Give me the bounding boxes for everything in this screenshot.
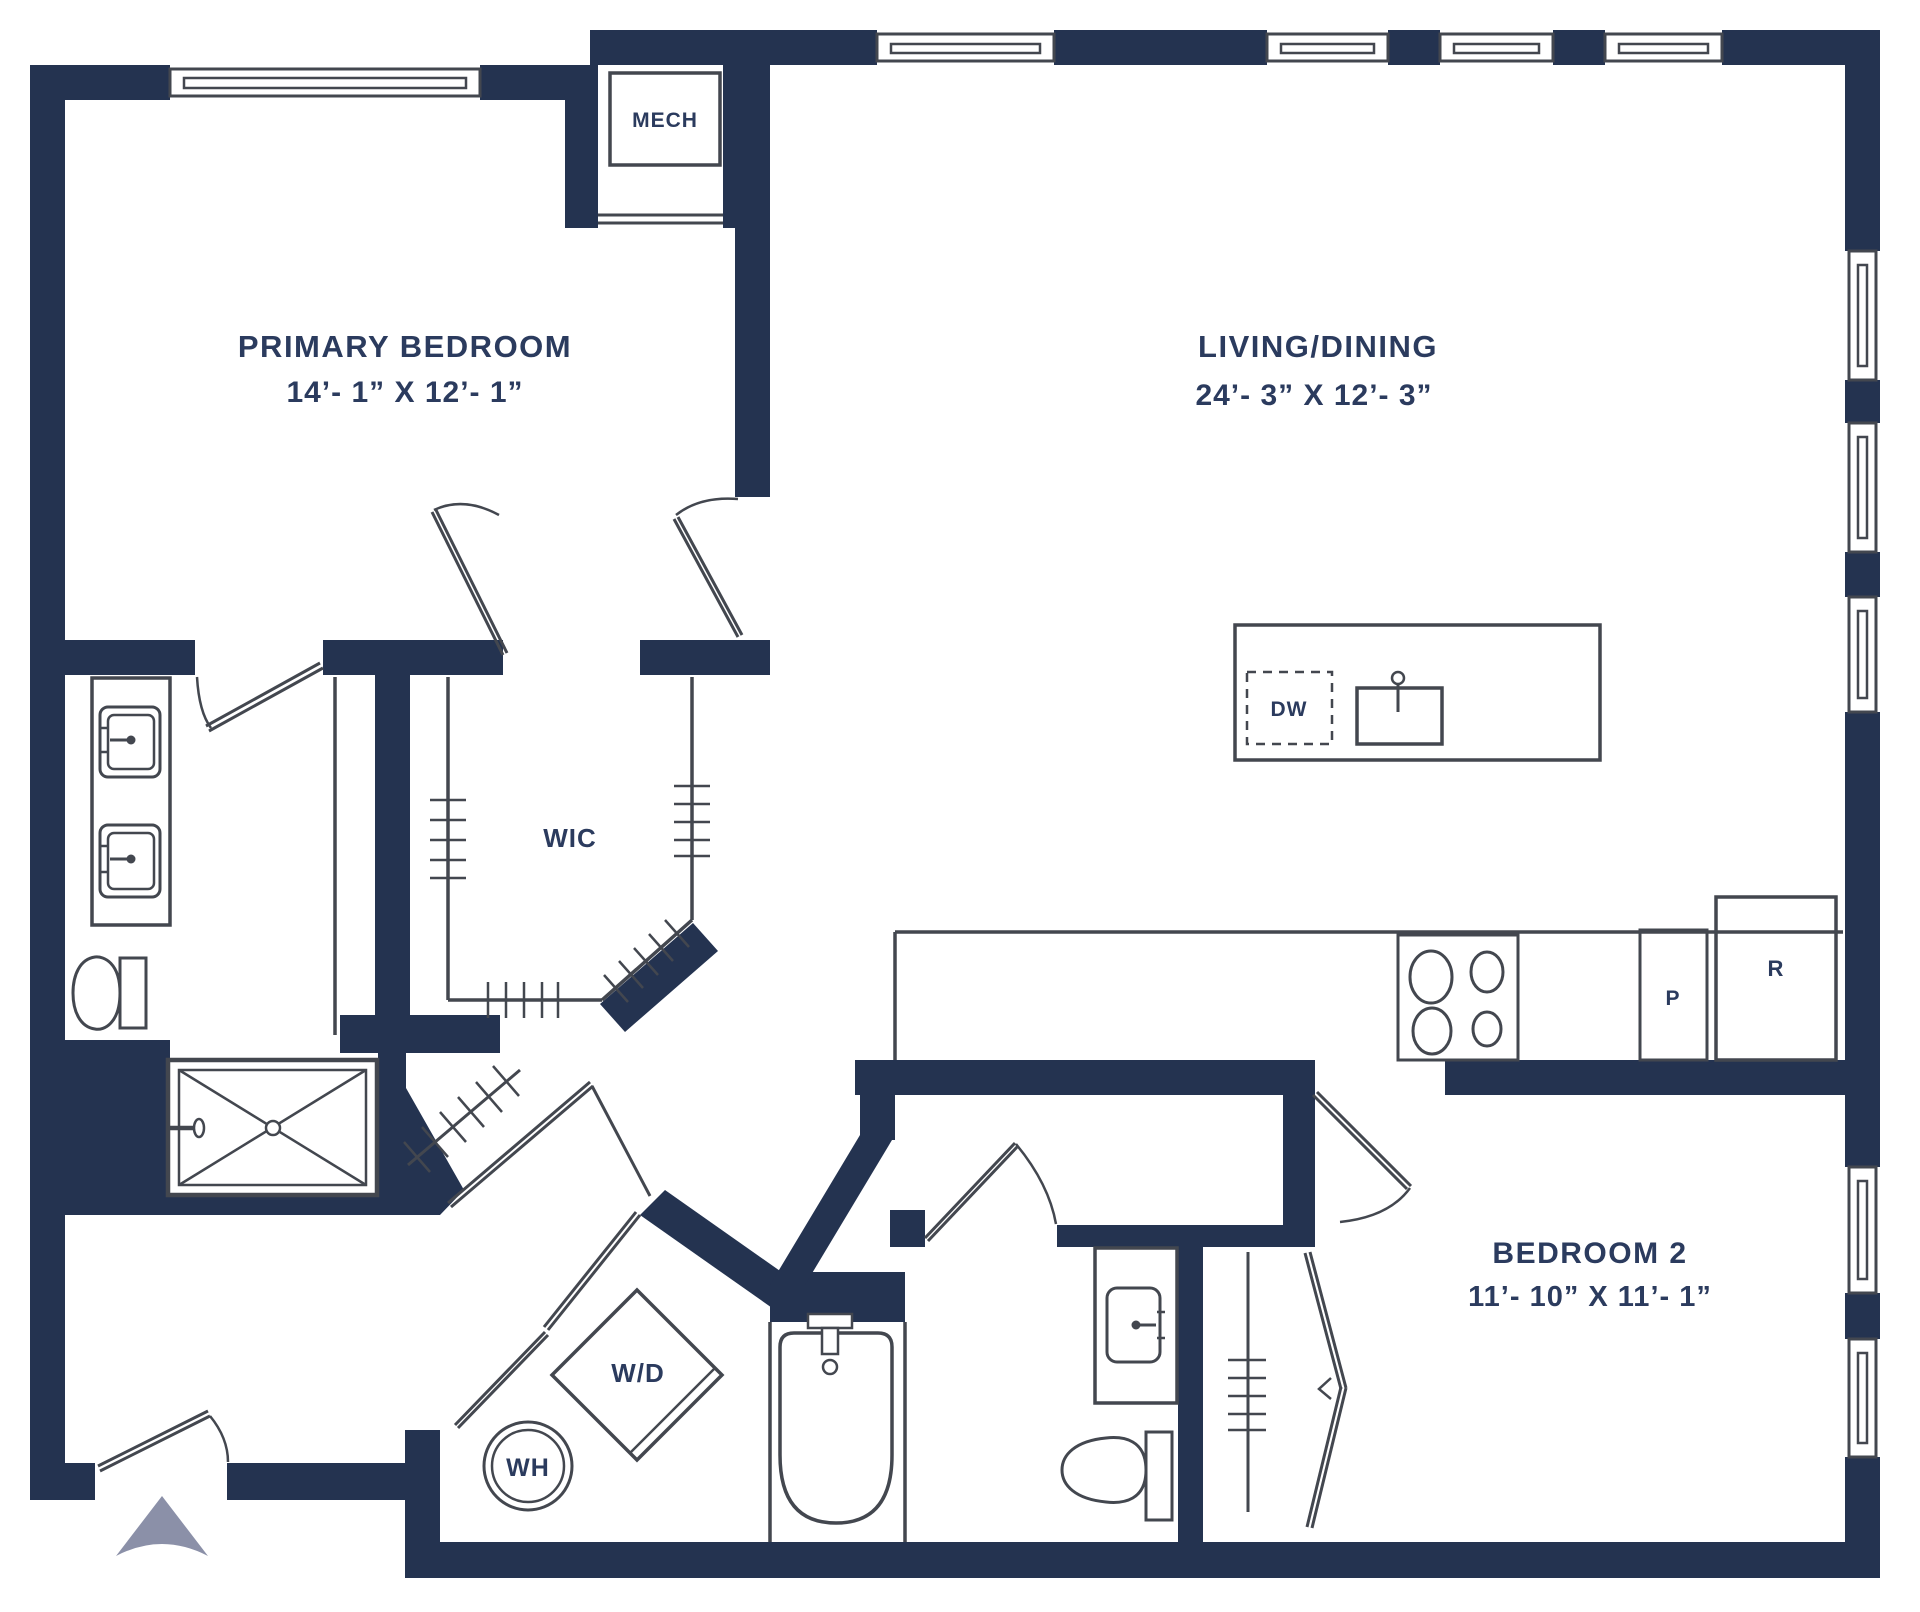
north-arrow-icon — [116, 1496, 208, 1556]
bathtub — [778, 1312, 894, 1525]
room-labels: PRIMARY BEDROOM 14’- 1” X 12’- 1” LIVING… — [238, 329, 1712, 1313]
stove — [1396, 933, 1520, 1062]
shower-head — [192, 1117, 206, 1139]
window-living-east-3 — [1847, 595, 1878, 714]
toilet-primary — [71, 955, 148, 1031]
bedroom2-closet — [1228, 1252, 1266, 1512]
window-living-2 — [1265, 32, 1390, 63]
mech-label: MECH — [632, 109, 698, 132]
refrigerator-label: R — [1768, 956, 1785, 981]
laundry-doors — [453, 1211, 642, 1430]
linen-closet-doors — [447, 1080, 652, 1209]
bathroom-2 — [768, 1246, 1179, 1542]
sink-2 — [98, 823, 162, 899]
bath2-door — [923, 1141, 1058, 1243]
sink-bath2 — [1093, 1246, 1179, 1405]
window-living-east-2 — [1847, 421, 1878, 554]
walk-in-closet — [430, 677, 710, 1018]
refrigerator — [1714, 895, 1838, 1062]
pantry-label: P — [1665, 987, 1680, 1010]
bedroom2-dimensions: 11’- 10” X 11’- 1” — [1468, 1281, 1712, 1313]
living-dining-label: LIVING/DINING — [1198, 329, 1438, 364]
doors — [97, 497, 1413, 1529]
window-living-east-1 — [1847, 249, 1878, 382]
sink-1 — [98, 705, 162, 779]
dishwasher — [1245, 670, 1334, 746]
primary-bedroom-door — [672, 497, 744, 638]
closet-rod-ticks-left — [430, 798, 466, 880]
bedroom2-label: BEDROOM 2 — [1492, 1237, 1687, 1270]
kitchen — [893, 623, 1843, 1062]
pantry — [1638, 928, 1709, 1062]
wic-label: WIC — [543, 823, 597, 853]
window-bedroom2-2 — [1847, 1337, 1878, 1459]
fixture-labels: MECH WIC W/D WH DW P R — [506, 109, 1785, 1482]
entry-door — [97, 1409, 230, 1473]
water-heater — [482, 1420, 574, 1512]
primary-bathroom — [71, 676, 380, 1198]
windows — [168, 32, 1878, 1459]
closet-rod-ticks-right — [674, 784, 710, 858]
toilet-bath2 — [1060, 1430, 1174, 1522]
window-living-4 — [1603, 32, 1724, 63]
dishwasher-label: DW — [1271, 698, 1308, 721]
bedroom2-door — [1311, 1090, 1413, 1224]
shower-drain — [264, 1119, 282, 1137]
bedroom2-closet-bifold — [1303, 1251, 1348, 1529]
washer-dryer — [549, 1287, 725, 1463]
window-bedroom2-1 — [1847, 1165, 1878, 1295]
window-primary-bedroom — [168, 67, 482, 98]
linen-rod — [403, 1065, 521, 1173]
primary-bath-door — [195, 661, 324, 733]
walls — [30, 30, 1880, 1578]
island-sink — [1355, 670, 1444, 746]
window-living-3 — [1438, 32, 1555, 63]
mech-closet — [598, 71, 723, 225]
primary-bedroom-dimensions: 14’- 1” X 12’- 1” — [286, 376, 523, 409]
water-heater-label: WH — [506, 1454, 550, 1482]
window-living-1 — [875, 32, 1056, 63]
closet-rod-ticks-bottom — [486, 982, 560, 1018]
tub-drain — [821, 1358, 839, 1376]
washer-dryer-label: W/D — [611, 1358, 665, 1388]
shower — [165, 1057, 380, 1198]
laundry-area — [482, 1287, 725, 1512]
kitchen-island — [1233, 623, 1602, 762]
vanity-counter — [90, 676, 172, 927]
closet-rod-ticks-diagonal — [603, 919, 690, 1003]
wic-door — [430, 502, 509, 656]
primary-bedroom-label: PRIMARY BEDROOM — [238, 329, 572, 364]
tub-faucet — [806, 1312, 854, 1330]
living-dining-dimensions: 24’- 3” X 12’- 3” — [1195, 379, 1432, 412]
